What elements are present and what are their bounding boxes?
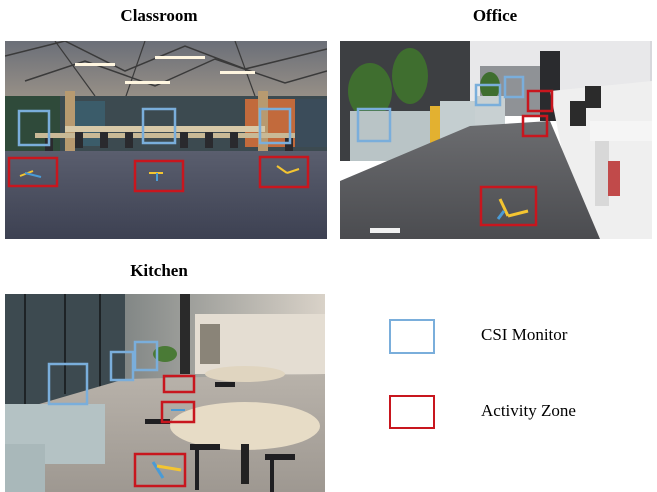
classroom-floor	[5, 151, 327, 239]
classroom-csi-monitor-box-1	[17, 109, 51, 147]
office-activity-zone-box-2	[521, 114, 549, 138]
classroom-activity-zone-box-2	[133, 159, 185, 193]
kitchen-activity-zone-box-2	[160, 400, 196, 424]
office-title: Office	[472, 6, 518, 25]
kitchen-activity-zone-box-1	[162, 374, 196, 394]
kitchen-photo	[5, 294, 325, 492]
classroom-activity-zone-box-3	[258, 155, 310, 189]
office-activity-zone-box-1	[526, 89, 554, 113]
classroom-ceiling	[5, 41, 327, 101]
classroom-csi-monitor-box-3	[258, 107, 292, 145]
office-floor-markers	[496, 198, 529, 220]
classroom-photo	[5, 41, 327, 239]
kitchen-csi-monitor-box-1	[47, 362, 89, 406]
csi-monitor-legend-label: CSI Monitor	[481, 325, 568, 344]
classroom-title: Classroom	[120, 6, 198, 25]
office-photo	[340, 41, 652, 239]
activity-zone-legend-label: Activity Zone	[481, 401, 576, 420]
kitchen-floor-markers	[151, 409, 185, 479]
office-csi-monitor-box-3	[503, 75, 525, 99]
office-csi-monitor-box-1	[356, 107, 392, 143]
csi-monitor-legend-swatch	[389, 319, 435, 354]
office-activity-zone-box-3	[479, 185, 538, 227]
classroom-activity-zone-box-1	[7, 156, 59, 188]
kitchen-csi-monitor-box-3	[133, 340, 159, 372]
kitchen-activity-zone-box-3	[133, 452, 187, 488]
kitchen-csi-monitor-box-2	[109, 350, 135, 382]
classroom-csi-monitor-box-2	[141, 107, 177, 145]
kitchen-title: Kitchen	[130, 261, 188, 280]
office-csi-monitor-box-2	[474, 83, 502, 107]
kitchen-round-table	[170, 402, 320, 450]
office-plants	[348, 48, 500, 119]
activity-zone-legend-swatch	[389, 395, 435, 429]
classroom-floor-markers	[19, 165, 300, 181]
